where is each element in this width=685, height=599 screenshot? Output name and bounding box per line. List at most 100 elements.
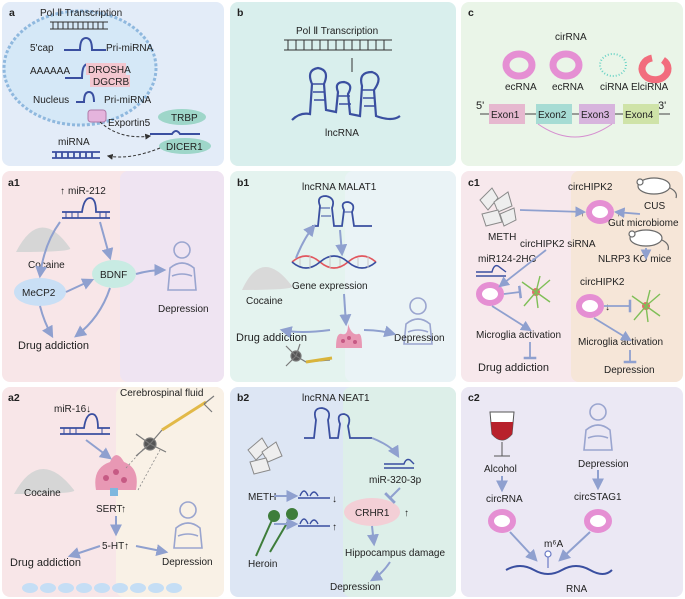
b1-arrow-2 — [335, 229, 348, 257]
b1-lncrna-structure — [312, 195, 372, 227]
b2-down-1: ↓ — [332, 494, 337, 505]
c1-arrow-left-inhibit — [503, 285, 523, 299]
cocaine-pile-icon-b1 — [242, 266, 293, 290]
a2-mir16-hairpin — [60, 413, 110, 435]
b2-lncrna-structure — [304, 407, 372, 439]
panel-b-bg — [230, 2, 456, 166]
a2-arrow-4 — [135, 544, 169, 557]
c1-circhipk2-right-label: circHIPK2 — [580, 277, 625, 288]
a-export-arrow — [99, 121, 152, 140]
c1-arrow-left-down — [491, 305, 532, 332]
c-exon4-label: Exon4 — [625, 110, 654, 121]
c1-microglia-left-label: Microglia activation — [476, 330, 561, 341]
mouse-icon-c1-mid — [628, 229, 669, 251]
c1-circle-left — [476, 282, 504, 306]
a1-arrow-6 — [74, 287, 111, 338]
c-cirna-label: ciRNA — [600, 82, 629, 93]
c1-mir124-hairpin — [476, 264, 507, 277]
b2-depression-label: Depression — [330, 582, 381, 593]
b2-arrow-mir320 — [384, 487, 401, 504]
microglia-icon-right — [631, 289, 661, 323]
dna-helix-icon — [291, 255, 377, 269]
b2-mir320-duplex — [384, 458, 415, 469]
a-drosha-box — [86, 63, 126, 75]
a1-depression-label: Depression — [158, 304, 209, 315]
a2-mir16-label: miR-16 — [54, 404, 87, 415]
meth-crystals-icon — [479, 187, 517, 227]
c-backsplice-arc — [537, 123, 613, 138]
b1-gene-label: Gene expression — [292, 281, 368, 292]
panel-label-a1: a1 — [8, 177, 20, 189]
meth-crystals-icon-b2 — [247, 437, 283, 475]
panel-label-a2: a2 — [8, 392, 20, 404]
b-pol2-label: Pol Ⅱ Transcription — [296, 26, 378, 37]
b2-arrow-hippo — [369, 561, 391, 582]
a-dicer-label: DICER1 — [166, 142, 203, 153]
c-circles — [502, 50, 672, 84]
a-dicer-ellipse — [159, 138, 211, 154]
a2-ht-up: ↑ — [124, 541, 129, 552]
panel-label-b2: b2 — [237, 392, 249, 404]
b1-arrow-1 — [295, 224, 316, 259]
neuron-icon-a2 — [135, 395, 215, 457]
c-exon2 — [536, 104, 572, 124]
a1-mir212-hairpin — [62, 197, 110, 219]
panel-label-a: a — [9, 7, 15, 19]
c-elcirna-label: ElciRNA — [631, 82, 669, 93]
c2-rna-wave — [505, 565, 613, 575]
c-exon4 — [623, 104, 659, 124]
a2-addiction-label: Drug addiction — [10, 557, 81, 569]
b2-up-2: ↑ — [332, 522, 337, 533]
microglia-icon-left — [521, 275, 551, 309]
c-5prime: 5' — [476, 100, 484, 112]
a-dna-ladder — [50, 21, 108, 30]
c1-arrow-sirna — [498, 249, 547, 288]
c-ecrna-circle-1 — [502, 50, 536, 80]
membrane-bilayer — [22, 583, 182, 593]
a-dgcrb-box — [90, 75, 130, 87]
mouse-icon-c1-top — [636, 177, 677, 199]
a1-mir212-label: miR-212 — [68, 186, 106, 197]
panel-label-b1: b1 — [237, 177, 249, 189]
c1-gut-label: Gut microbiome — [608, 218, 679, 229]
a2-sert-up: ↑ — [121, 504, 126, 515]
panel-c-bg — [461, 2, 683, 166]
c1-arrow-meth — [519, 206, 587, 218]
wine-glass-icon — [489, 411, 515, 457]
a1-mecp2-ellipse — [14, 278, 66, 306]
b2-small-rna-2 — [298, 518, 330, 527]
c1-nlrp3-label: NLRP3 KO mice — [598, 254, 672, 265]
c2-circrna-circle — [488, 509, 516, 533]
c-3prime: 3' — [658, 100, 666, 112]
a2-cocaine-label: Cocaine — [24, 488, 61, 499]
c1-addiction-label: Drug addiction — [478, 362, 549, 374]
c-exon1-label: Exon1 — [491, 110, 520, 121]
b-lncrna-label: lncRNA — [325, 128, 359, 139]
c1-meth-label: METH — [488, 232, 516, 243]
c2-m6a-label: m⁶A — [544, 539, 563, 550]
c1-down-right: ↓ — [605, 302, 610, 313]
panel-label-b: b — [237, 7, 243, 19]
a-hairpin-3 — [76, 90, 95, 103]
depressed-person-icon — [167, 241, 197, 291]
b2-arrow-title — [371, 437, 400, 459]
b1-depression-label: Depression — [394, 333, 445, 344]
c-exon3-label: Exon3 — [581, 110, 610, 121]
cocaine-pile-icon-a2 — [14, 468, 75, 494]
b1-arrow-3 — [339, 293, 352, 327]
panel-a: Pol Ⅱ Transcription 5'cap Pri-miRNA AAAA… — [2, 8, 211, 160]
a-trbp-label: TRBP — [171, 113, 198, 124]
c2-arrow-3 — [509, 531, 538, 562]
a1-arrow-1 — [35, 221, 61, 279]
a1-bdnf-ellipse — [92, 260, 136, 288]
a-pri-mirna-hairpin — [64, 36, 106, 51]
a2-depression-label: Depression — [162, 557, 213, 568]
c2-alcohol-label: Alcohol — [484, 464, 517, 475]
c1-arrow-right-down — [593, 317, 632, 342]
panel-c: cirRNA ecRNA ecRNA ciRNA ElciRNA 5' 3' E… — [476, 32, 672, 138]
panel-b2-right-bg — [343, 387, 456, 597]
neuron-icon-b1 — [285, 343, 333, 367]
c2-circrna-label: circRNA — [486, 494, 523, 505]
a2-mir16-down: ↓ — [86, 404, 91, 415]
panel-label-c: c — [468, 7, 474, 19]
